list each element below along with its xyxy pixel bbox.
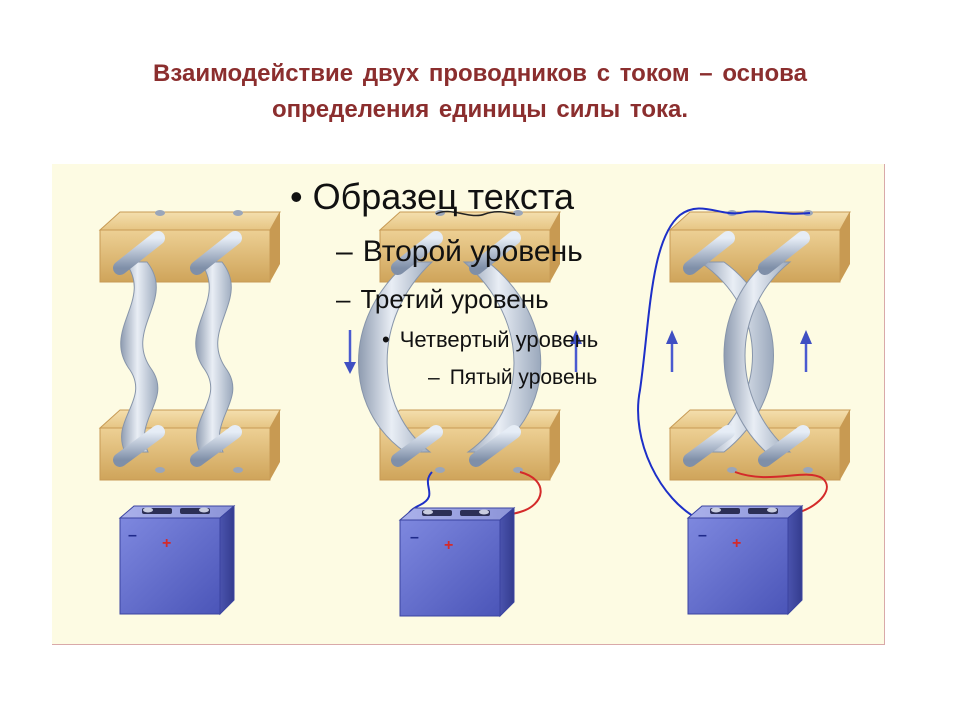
clamp-rod (190, 425, 242, 467)
current-arrow-down-head (344, 362, 356, 374)
clamp-rod (683, 425, 735, 467)
clamp-rod (758, 425, 810, 467)
screw (233, 210, 243, 216)
screw (155, 467, 165, 473)
title-line-1: Взаимодействие двух проводников с током … (153, 60, 807, 87)
screw (803, 467, 813, 473)
battery-plus-label: + (732, 535, 741, 552)
current-arrow-up-head (800, 330, 812, 344)
battery (687, 505, 803, 615)
screw (513, 210, 523, 216)
battery-minus-label: – (410, 529, 419, 546)
battery-minus-label: – (128, 527, 137, 544)
current-arrow-up-head (666, 330, 678, 344)
connecting-wire (435, 210, 516, 217)
clamp-rod (683, 231, 735, 275)
battery (399, 507, 515, 617)
clamp-rod (469, 231, 521, 275)
slide-title: Взаимодействие двух проводников с током … (40, 56, 920, 128)
metal-strip-right (195, 261, 234, 453)
screw (727, 467, 737, 473)
clamp-rod (113, 231, 165, 275)
current-arrow-up-head (570, 330, 582, 344)
setup-no-current: – + (99, 210, 281, 615)
battery (119, 505, 235, 615)
clamp-rod (190, 231, 242, 275)
clamp-rod (113, 425, 165, 467)
screw (435, 467, 445, 473)
clamp-rod (391, 425, 443, 467)
wood-beam-top (99, 211, 281, 283)
metal-strip-left (120, 261, 159, 453)
battery-plus-label: + (444, 537, 453, 554)
middle-setup-up-arrow (570, 330, 582, 372)
title-line-2: определения единицы силы тока. (271, 96, 689, 123)
clamp-rod (469, 425, 521, 467)
screw (155, 210, 165, 216)
screw (233, 467, 243, 473)
setup-opposite-currents: – + (344, 210, 561, 617)
wire-negative (637, 207, 811, 521)
setup-same-currents: – + (637, 207, 851, 615)
clamp-rod (758, 231, 810, 275)
clamp-rod (391, 231, 443, 275)
metal-strip-left (358, 261, 434, 453)
battery-plus-label: + (162, 535, 171, 552)
battery-minus-label: – (698, 527, 707, 544)
